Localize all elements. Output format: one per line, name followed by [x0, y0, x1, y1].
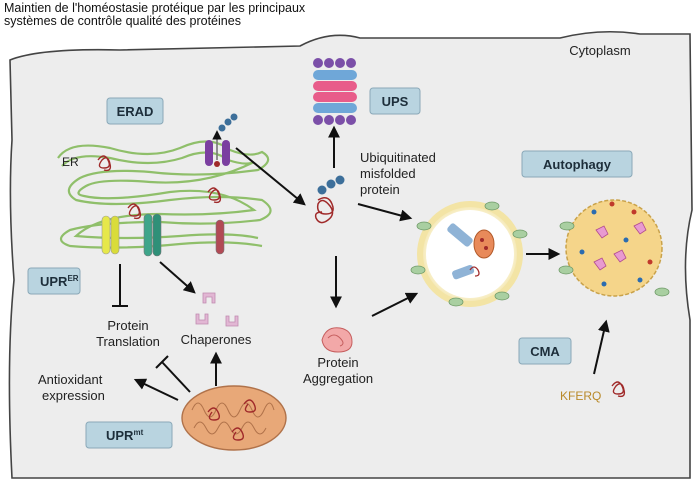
mitochondrion — [181, 385, 287, 451]
cma-box: CMA — [518, 337, 572, 365]
er-misfolded-protein-3 — [207, 187, 222, 204]
erad-label: ERAD — [117, 104, 154, 119]
protein-translation-label-1: Protein — [107, 318, 148, 333]
autophagosome — [410, 201, 528, 307]
upr-mt-label: UPRmt — [106, 428, 144, 443]
inhibit-mito-translation — [161, 361, 191, 393]
er-label: ER — [62, 155, 79, 169]
pathway-arrows — [133, 125, 610, 401]
proteasome — [313, 58, 357, 125]
ups-label: UPS — [382, 94, 409, 109]
lysosome — [558, 199, 670, 297]
arrow-upr-to-chaperones — [159, 261, 196, 294]
kferq-label: KFERQ — [560, 389, 601, 403]
figure-title: Maintien de l'homéostasie protéique par … — [4, 2, 305, 28]
title-line-1: Maintien de l'homéostasie protéique par … — [4, 1, 306, 15]
arrow-aggregate-to-autophagosome — [371, 292, 419, 317]
er-misfolded-protein-1 — [97, 155, 112, 172]
er-misfolded-protein-2 — [127, 203, 142, 220]
cma-label: CMA — [530, 344, 560, 359]
chaperone-icons — [195, 292, 239, 327]
antioxidant-label-1: Antioxidant — [38, 372, 103, 387]
cytoplasm-label: Cytoplasm — [569, 43, 630, 58]
ups-box: UPS — [369, 87, 421, 115]
erad-box: ERAD — [106, 97, 164, 125]
ubiquitinated-label-1: Ubiquitinated — [360, 150, 436, 165]
upr-sensor-red — [215, 219, 225, 255]
arrow-erad-to-ubiquitin — [235, 147, 306, 206]
ubiquitinated-label-3: protein — [360, 182, 400, 197]
protein-aggregation-label-2: Aggregation — [303, 371, 373, 386]
upr-mt-box: UPRmt — [85, 421, 173, 449]
arrow-to-autophagosome — [357, 203, 413, 222]
ubiquitinated-label-2: misfolded — [360, 166, 416, 181]
upr-sensor-yellow — [101, 215, 120, 255]
ubiquitinated-protein — [314, 175, 345, 224]
inhibition-lines — [112, 264, 191, 393]
arrow-mito-to-antioxidant — [133, 378, 179, 401]
arrow-cma-to-lysosome — [593, 319, 610, 375]
autophagy-label: Autophagy — [543, 157, 612, 172]
protein-aggregation-label-1: Protein — [317, 355, 358, 370]
kferq-protein — [611, 381, 626, 398]
cell-membrane — [8, 30, 693, 479]
protein-aggregate — [321, 327, 353, 353]
protein-translation-label-2: Translation — [96, 334, 160, 349]
upr-er-box: UPRER — [27, 267, 81, 295]
erad-retrotranslocon — [205, 113, 238, 167]
chaperones-label: Chaperones — [181, 332, 252, 347]
autophagy-box: Autophagy — [521, 150, 633, 178]
antioxidant-label-2: expression — [42, 388, 105, 403]
title-line-2: systèmes de contrôle qualité des protéin… — [4, 14, 241, 28]
upr-er-label: UPRER — [40, 274, 79, 289]
upr-sensor-teal — [143, 213, 162, 257]
